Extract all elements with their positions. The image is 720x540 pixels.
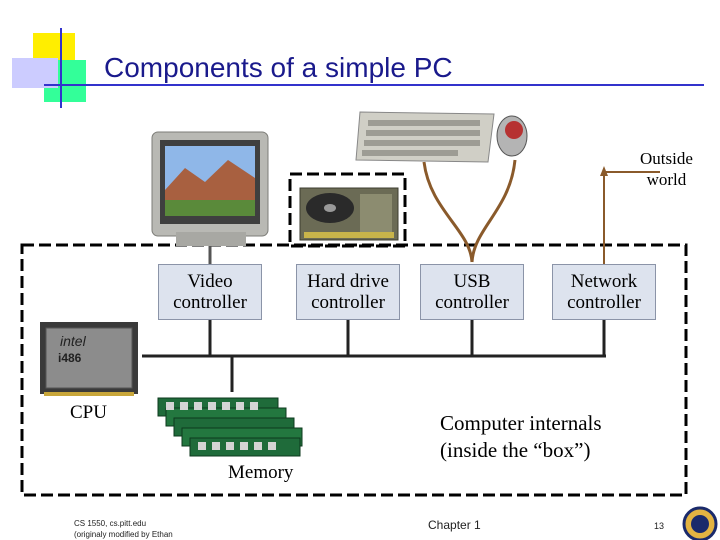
slide-title: Components of a simple PC [104, 52, 453, 83]
deco-vertical-line [60, 28, 62, 108]
footer-chapter: Chapter 1 [428, 518, 481, 532]
mouse-image [496, 115, 528, 157]
network-uplink-arrow [600, 166, 608, 176]
usb-cable-mouse [470, 159, 517, 263]
memory-label: Memory [228, 462, 294, 483]
footer-course: CS 1550, cs.pitt.edu (originaly modified… [74, 519, 173, 539]
cpu-chip-image: intel i486 [40, 322, 138, 396]
usb-cable-keyboard [422, 161, 474, 263]
cpu-label: CPU [70, 402, 107, 423]
hard-drive-box [288, 172, 407, 248]
deco-horizontal-line [44, 84, 704, 86]
memory-modules-image [157, 397, 303, 457]
university-seal-icon [682, 506, 718, 540]
hard-drive-image [299, 187, 399, 241]
svg-text:i486: i486 [58, 351, 82, 365]
deco-lavender-square [12, 58, 58, 88]
keyboard-image [355, 111, 495, 163]
slide-number: 13 [654, 521, 665, 531]
svg-text:intel: intel [60, 333, 87, 349]
computer-internals-label: Computer internals (inside the “box”) [440, 411, 602, 462]
outside-world-label: Outside world [640, 149, 693, 189]
monitor-image [151, 131, 269, 246]
